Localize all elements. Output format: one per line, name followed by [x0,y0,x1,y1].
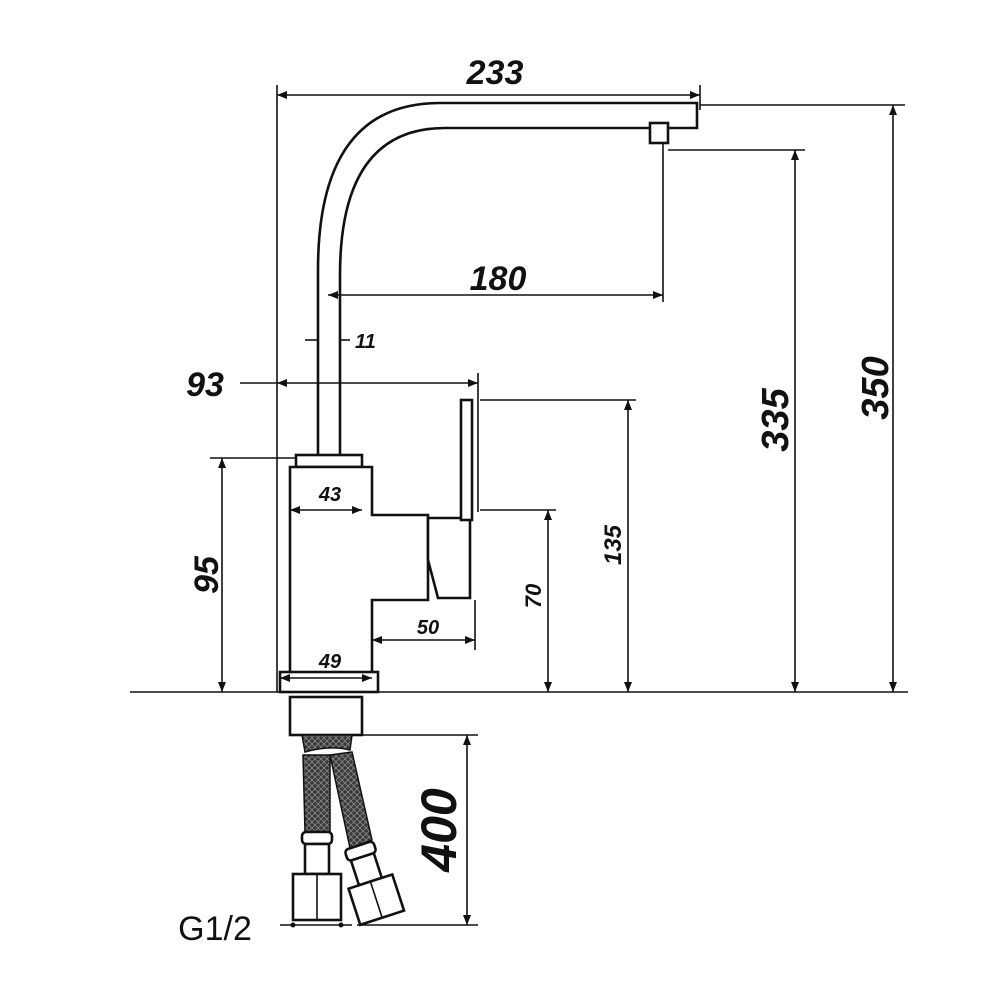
spout [316,101,699,460]
dim-handle-offset: 93 [186,366,224,404]
base-and-hoses [288,695,406,927]
dim-body-height: 95 [188,555,226,594]
dim-handle-depth: 50 [417,617,439,639]
dim-hose-length: 400 [411,788,467,873]
dim-body-top-width: 43 [318,484,341,506]
thread-size-label: G1/2 [178,910,252,948]
dim-pipe-diameter: 11 [355,331,376,353]
dim-handle-height: 70 [521,583,546,608]
dim-spout-reach: 180 [470,260,527,298]
dim-base-width: 49 [318,651,342,673]
dim-lever-height: 135 [600,524,627,565]
faucet-body [278,398,474,694]
dim-total-height: 350 [855,356,897,419]
dim-total-reach: 233 [466,54,524,92]
dim-outlet-height: 335 [755,387,797,451]
